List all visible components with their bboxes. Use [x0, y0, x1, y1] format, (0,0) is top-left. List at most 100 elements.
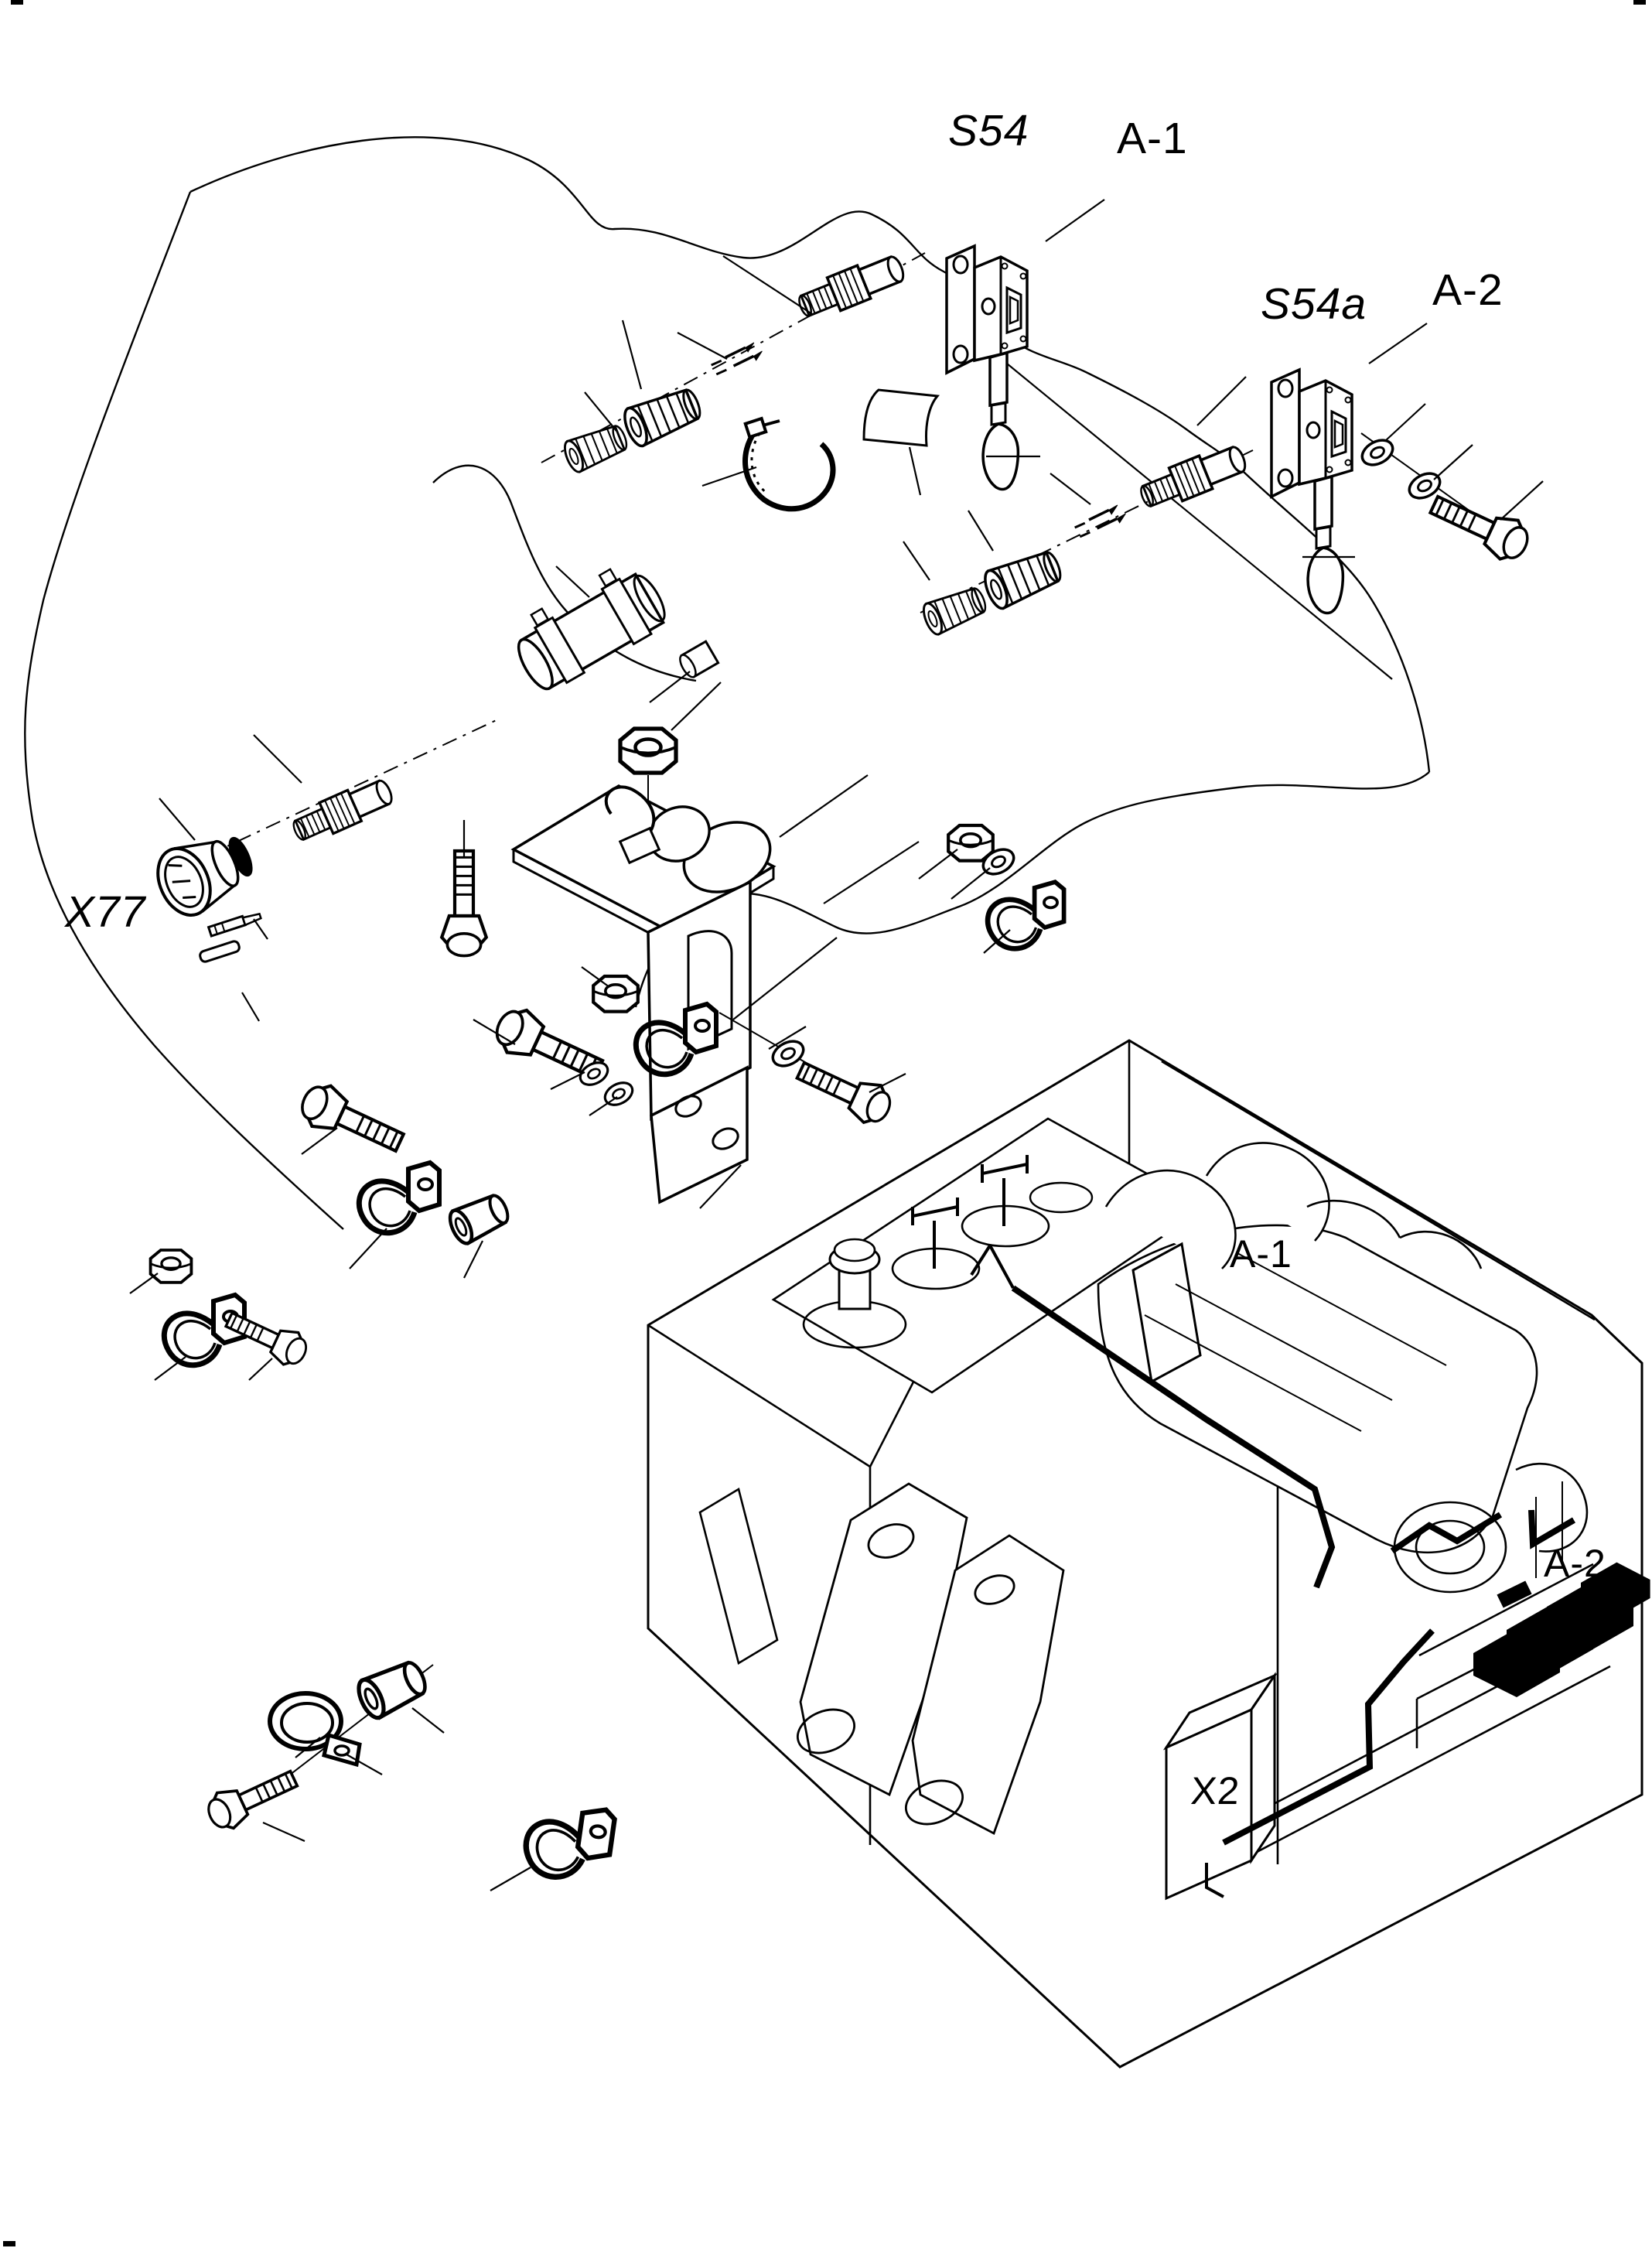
spacer-2	[353, 1656, 430, 1721]
leader-line	[779, 774, 869, 838]
x77-pin-sleeve	[199, 940, 241, 963]
leader-line	[550, 1071, 585, 1090]
leader-line	[1045, 199, 1105, 242]
cable-connector-block	[1497, 1580, 1532, 1608]
cable-tie-1	[746, 419, 833, 509]
conduit-1b	[560, 419, 632, 476]
bracket-slot	[687, 930, 733, 1051]
exploded-harness-view	[24, 136, 1544, 1891]
nut-5	[948, 825, 993, 861]
leader-line	[346, 1754, 383, 1775]
leader-line	[411, 1707, 445, 1734]
inline-bushing	[679, 640, 720, 678]
spacer-1	[445, 1191, 513, 1247]
crop-marks	[3, 0, 1646, 2246]
bolt-vertical	[442, 851, 486, 956]
leader-line	[968, 510, 994, 552]
x2-cable-thick	[1222, 1628, 1435, 1846]
cable-tie-and-tag	[701, 388, 940, 509]
leader-line	[677, 332, 728, 360]
leader-line	[701, 466, 757, 487]
bracket-foot	[650, 1065, 749, 1204]
inline-connector-body	[517, 568, 666, 691]
x2-box-side	[1250, 1672, 1276, 1864]
leader-line	[1500, 480, 1544, 521]
battery-cables	[1390, 1509, 1576, 1608]
label-tag	[862, 388, 940, 447]
machine-overview	[647, 1039, 1651, 2069]
leader-line	[555, 565, 590, 598]
leader-line	[671, 682, 722, 731]
clamp-cluster-right	[918, 825, 1064, 954]
callout-s54a: S54a	[1261, 279, 1367, 329]
p-clamp-5	[522, 1799, 616, 1884]
leader-line	[253, 734, 302, 784]
leader-line	[951, 867, 991, 900]
leader-line	[1006, 363, 1393, 680]
harness-cable-thick	[1011, 1285, 1336, 1589]
leader-line	[301, 1127, 338, 1155]
nut-top	[620, 729, 676, 773]
bolt-right	[790, 1050, 898, 1132]
center-line	[206, 717, 502, 856]
sensor-s54a-assembly	[1270, 323, 1428, 615]
leader-line	[295, 1737, 321, 1758]
nut-3	[148, 1249, 193, 1284]
leader-line	[869, 1073, 906, 1093]
leader-line	[253, 918, 268, 940]
bolt-5	[200, 1759, 304, 1836]
ring-clamp	[270, 1693, 360, 1765]
bracket-assembly	[442, 682, 920, 1209]
sensor-switch-s54a	[1270, 368, 1353, 615]
callout-x2: X2	[1190, 1769, 1242, 1812]
washer-1	[1357, 434, 1398, 471]
leader-line	[581, 966, 610, 988]
callout-a2-machine: A-2	[1544, 1542, 1606, 1585]
s54a-axis-parts	[903, 376, 1254, 638]
round-connector-x77	[156, 836, 253, 917]
p-clamp-bottom	[490, 1799, 616, 1891]
leader-line	[262, 1821, 305, 1843]
engine-block	[1097, 1142, 1589, 1594]
x77-connector-group	[156, 717, 502, 1022]
leader-line	[584, 391, 617, 432]
leader-line	[490, 1867, 531, 1891]
fuel-filler-cap	[828, 1238, 881, 1310]
a1-marker-frame	[1131, 1242, 1202, 1384]
leader-line	[649, 671, 691, 703]
x2-cable-hook	[1205, 1863, 1224, 1898]
inline-connector-assembly	[517, 565, 720, 703]
harness-route-a1	[970, 1242, 1336, 1589]
leader-line	[903, 541, 930, 581]
clamp-cluster-left	[129, 1078, 513, 1381]
leader-line	[241, 992, 260, 1022]
leader-line	[159, 798, 196, 841]
leader-line	[918, 849, 958, 880]
leader-line	[823, 841, 920, 904]
leader-line	[768, 1026, 807, 1050]
slanted-strut	[698, 1487, 779, 1666]
wire-terminals-1	[707, 340, 766, 377]
leader-line	[908, 446, 922, 496]
leader-line	[732, 937, 838, 1020]
bolt-3	[295, 1078, 409, 1163]
leader-line	[1368, 323, 1428, 364]
x2-junction-box	[1162, 1628, 1435, 1901]
callout-a1-top: A-1	[1117, 114, 1188, 163]
leader-line	[621, 319, 643, 390]
leader-line	[983, 929, 1011, 954]
leader-line	[349, 1228, 387, 1269]
fuel-cock-valve-2	[961, 1155, 1050, 1248]
harness-outline	[24, 136, 1431, 1230]
ring-clamp-cluster	[200, 1656, 445, 1843]
tank-top	[771, 1117, 1209, 1394]
leader-line	[589, 1096, 618, 1116]
center-line	[920, 449, 1254, 613]
leader-line	[699, 1164, 742, 1209]
bolt-a2	[1425, 485, 1534, 566]
leader-line	[722, 255, 813, 315]
leader-line	[1384, 403, 1426, 442]
p-clamp-3	[359, 1163, 439, 1233]
leader-line	[1050, 473, 1091, 505]
